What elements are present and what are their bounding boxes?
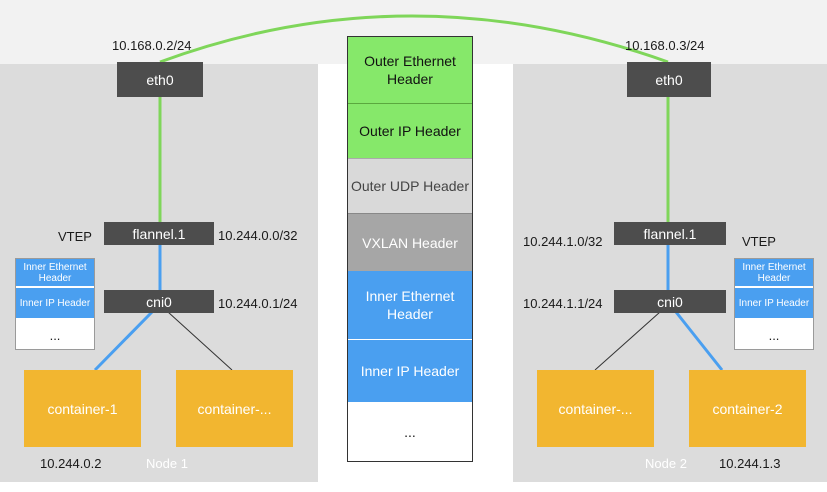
right-eth0-box: eth0 xyxy=(627,62,711,97)
right-vtep-label: VTEP xyxy=(742,234,776,249)
left-flannel-ip: 10.244.0.0/32 xyxy=(218,228,298,243)
left-mini-inner-ip: Inner IP Header xyxy=(16,288,94,318)
right-cni-container1-link xyxy=(594,311,661,371)
node-1-label: Node 1 xyxy=(146,456,188,471)
right-eth0-ip: 10.168.0.3/24 xyxy=(625,38,705,53)
right-container-1[interactable]: container-... xyxy=(537,370,654,447)
left-container-1[interactable]: container-1 xyxy=(24,370,141,447)
left-flannel-box: flannel.1 xyxy=(104,222,214,245)
node-2-label: Node 2 xyxy=(645,456,687,471)
outer-udp-header: Outer UDP Header xyxy=(348,158,472,213)
inner-ethernet-header: Inner Ethernet Header xyxy=(348,271,472,339)
right-mini-packet: Inner Ethernet Header Inner IP Header ..… xyxy=(734,258,814,350)
right-container-2[interactable]: container-2 xyxy=(689,370,806,447)
left-cni-ip: 10.244.0.1/24 xyxy=(218,296,298,311)
left-mini-inner-ethernet: Inner Ethernet Header xyxy=(16,259,94,287)
left-container-ip: 10.244.0.2 xyxy=(40,456,102,471)
right-flannel-ip: 10.244.1.0/32 xyxy=(523,234,603,249)
right-mini-inner-ethernet: Inner Ethernet Header xyxy=(735,259,813,287)
right-cni-container2-link xyxy=(674,311,724,371)
inner-ip-header: Inner IP Header xyxy=(348,339,472,402)
left-mini-packet: Inner Ethernet Header Inner IP Header ..… xyxy=(15,258,95,350)
right-mini-ellipsis: ... xyxy=(768,327,780,343)
eth0-to-eth0-link xyxy=(159,14,669,64)
right-mini-inner-ip: Inner IP Header xyxy=(735,288,813,318)
left-mini-ellipsis: ... xyxy=(49,327,61,343)
left-cni-container1-link xyxy=(93,310,154,372)
left-vtep-label: VTEP xyxy=(58,229,92,244)
right-cni-ip: 10.244.1.1/24 xyxy=(523,296,603,311)
left-eth0-box: eth0 xyxy=(117,62,203,97)
left-eth0-ip: 10.168.0.2/24 xyxy=(112,38,192,53)
outer-ethernet-header: Outer Ethernet Header xyxy=(348,37,472,103)
vxlan-packet: Outer Ethernet Header Outer IP Header Ou… xyxy=(347,36,473,462)
left-cni-box: cni0 xyxy=(104,290,214,313)
right-container-ip: 10.244.1.3 xyxy=(719,456,781,471)
left-container-2[interactable]: container-... xyxy=(176,370,293,447)
outer-ip-header: Outer IP Header xyxy=(348,103,472,158)
right-cni-box: cni0 xyxy=(614,290,726,313)
vxlan-header: VXLAN Header xyxy=(348,213,472,271)
payload-ellipsis: ... xyxy=(404,423,416,440)
left-cni-container2-link xyxy=(167,311,233,371)
right-flannel-box: flannel.1 xyxy=(614,222,726,245)
